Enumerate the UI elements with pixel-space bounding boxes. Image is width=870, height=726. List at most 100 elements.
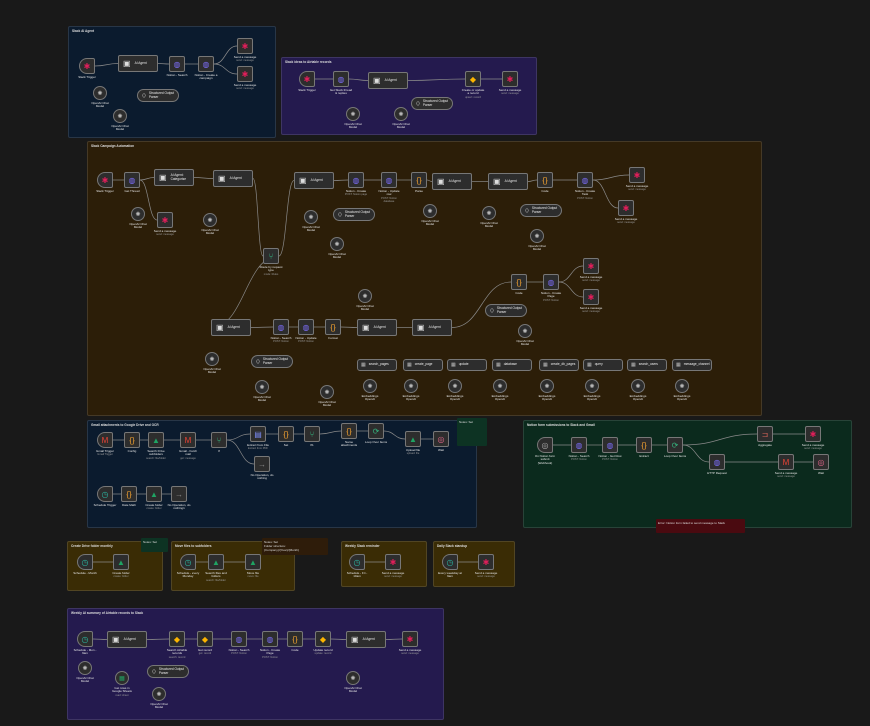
workflow-node-slack[interactable]: ✱ [237, 66, 253, 82]
workflow-node-parser[interactable]: ⟨⟩Structured Output Parser [251, 355, 293, 368]
workflow-node-airtable[interactable]: ◆ [315, 631, 331, 647]
workflow-node-drive[interactable]: ▲ [146, 486, 162, 502]
workflow-node-ai-agent[interactable]: ▣AI Agent [432, 173, 472, 190]
workflow-node-http[interactable]: ◍ [273, 319, 289, 335]
workflow-node-sheets[interactable]: ▦ [115, 671, 129, 685]
workflow-node-openai[interactable]: ✺ [404, 379, 418, 393]
workflow-node-slack[interactable]: ✱ [299, 71, 315, 87]
workflow-node-schedule[interactable]: ◷ [77, 631, 93, 647]
workflow-node-webhook[interactable]: ◎ [537, 437, 553, 453]
workflow-node-http[interactable]: ◍ [231, 631, 247, 647]
workflow-node-openai[interactable]: ✺ [320, 385, 334, 399]
workflow-node-tool[interactable]: ▦message_channel [672, 359, 712, 371]
workflow-node-http[interactable]: ◍ [262, 631, 278, 647]
workflow-node-tool[interactable]: ▦search_users [627, 359, 667, 371]
workflow-node-drive[interactable]: ▲ [148, 432, 164, 448]
workflow-node-tool[interactable]: ▦query [583, 359, 623, 371]
workflow-node-openai[interactable]: ✺ [540, 379, 554, 393]
workflow-node-openai[interactable]: ✺ [346, 107, 360, 121]
workflow-node-parser[interactable]: ⟨⟩Structured Output Parser [147, 665, 189, 678]
workflow-node-drive[interactable]: ▲ [405, 431, 421, 447]
workflow-node-parser[interactable]: ⟨⟩Structured Output Parser [485, 304, 527, 317]
workflow-node-openai[interactable]: ✺ [131, 207, 145, 221]
workflow-node-code[interactable]: {} [537, 172, 553, 188]
workflow-node-ai-agent[interactable]: ▣AI Agent [213, 170, 253, 187]
workflow-node-tool[interactable]: ▦update [447, 359, 487, 371]
workflow-node-openai[interactable]: ✺ [585, 379, 599, 393]
workflow-node-parser[interactable]: ⟨⟩Structured Output Parser [137, 89, 179, 102]
workflow-node-loop[interactable]: ⟳ [368, 423, 384, 439]
workflow-node-slack[interactable]: ✱ [237, 38, 253, 54]
workflow-node-slack[interactable]: ✱ [402, 631, 418, 647]
workflow-node-slack[interactable]: ✱ [478, 554, 494, 570]
workflow-node-slack[interactable]: ✱ [583, 289, 599, 305]
workflow-node-code[interactable]: {} [325, 319, 341, 335]
workflow-node-airtable[interactable]: ◆ [465, 71, 481, 87]
workflow-node-openai[interactable]: ✺ [304, 210, 318, 224]
workflow-node-wait[interactable]: ◎ [433, 431, 449, 447]
workflow-node-schedule[interactable]: ◷ [349, 554, 365, 570]
workflow-node-schedule[interactable]: ◷ [97, 486, 113, 502]
workflow-node-http[interactable]: ◍ [198, 56, 214, 72]
workflow-node-ai-agent[interactable]: ▣AI Agent: Categorise [154, 169, 194, 186]
workflow-node-tool[interactable]: ▦create_page [403, 359, 443, 371]
workflow-node-ai-agent[interactable]: ▣AI Agent [412, 319, 452, 336]
workflow-node-openai[interactable]: ✺ [205, 352, 219, 366]
workflow-node-loop[interactable]: ⟳ [667, 437, 683, 453]
workflow-node-openai[interactable]: ✺ [631, 379, 645, 393]
workflow-node-openai[interactable]: ✺ [530, 229, 544, 243]
workflow-node-ai-agent[interactable]: ▣AI Agent [294, 172, 334, 189]
workflow-node-slack[interactable]: ✱ [79, 58, 95, 74]
workflow-node-http[interactable]: ◍ [169, 56, 185, 72]
workflow-node-parser[interactable]: ⟨⟩Structured Output Parser [411, 97, 453, 110]
sticky-note[interactable]: Notes: Set Folder structure: {Company}/{… [262, 538, 328, 555]
workflow-node-openai[interactable]: ✺ [113, 109, 127, 123]
workflow-node-if[interactable]: ⑂ [211, 432, 227, 448]
workflow-node-drive[interactable]: ▲ [208, 554, 224, 570]
workflow-node-ai-agent[interactable]: ▣AI Agent [346, 631, 386, 648]
workflow-node-openai[interactable]: ✺ [518, 324, 532, 338]
workflow-node-gmail[interactable]: M [180, 432, 196, 448]
workflow-node-openai[interactable]: ✺ [363, 379, 377, 393]
workflow-node-tool[interactable]: ▦database [492, 359, 532, 371]
workflow-node-slack[interactable]: ✱ [629, 167, 645, 183]
workflow-node-http[interactable]: ◍ [381, 172, 397, 188]
workflow-node-drive[interactable]: ▲ [113, 554, 129, 570]
workflow-node-gmail[interactable]: M [97, 432, 113, 448]
workflow-node-parser[interactable]: ⟨⟩Structured Output Parser [333, 208, 375, 221]
workflow-node-http[interactable]: ◍ [602, 437, 618, 453]
workflow-node-code[interactable]: {} [121, 486, 137, 502]
workflow-node-ai-agent[interactable]: ▣AI Agent [107, 631, 147, 648]
workflow-node-openai[interactable]: ✺ [78, 661, 92, 675]
workflow-node-code[interactable]: {} [287, 631, 303, 647]
workflow-node-if[interactable]: ⑂ [304, 426, 320, 442]
workflow-node-ai-agent[interactable]: ▣AI Agent [368, 72, 408, 89]
workflow-node-http[interactable]: ◍ [571, 437, 587, 453]
workflow-node-ai-agent[interactable]: ▣AI Agent [211, 319, 251, 336]
workflow-node-parser[interactable]: ⟨⟩Structured Output Parser [520, 204, 562, 217]
workflow-node-slack[interactable]: ✱ [583, 258, 599, 274]
workflow-node-switch[interactable]: ⑂ [263, 248, 279, 264]
workflow-node-aggregate[interactable]: ⊐ [757, 426, 773, 442]
workflow-node-http[interactable]: ◍ [577, 172, 593, 188]
workflow-node-tool[interactable]: ▦create_db_pages [539, 359, 579, 371]
workflow-node-openai[interactable]: ✺ [346, 671, 360, 685]
workflow-node-schedule[interactable]: ◷ [442, 554, 458, 570]
workflow-node-openai[interactable]: ✺ [423, 204, 437, 218]
workflow-node-openai[interactable]: ✺ [482, 206, 496, 220]
workflow-node-extract[interactable]: ▤ [250, 426, 266, 442]
workflow-node-code[interactable]: {} [511, 274, 527, 290]
workflow-node-noop[interactable]: → [171, 486, 187, 502]
workflow-node-slack[interactable]: ✱ [97, 172, 113, 188]
workflow-node-openai[interactable]: ✺ [255, 380, 269, 394]
workflow-node-code[interactable]: {} [341, 423, 357, 439]
workflow-node-http[interactable]: ◍ [543, 274, 559, 290]
workflow-node-http[interactable]: ◍ [333, 71, 349, 87]
workflow-node-tool[interactable]: ▦search_pages [357, 359, 397, 371]
workflow-node-code[interactable]: {} [411, 172, 427, 188]
workflow-node-http[interactable]: ◍ [348, 172, 364, 188]
workflow-node-openai[interactable]: ✺ [675, 379, 689, 393]
workflow-node-wait[interactable]: ◎ [813, 454, 829, 470]
sticky-note[interactable]: Notes: Set [141, 538, 168, 552]
workflow-node-drive[interactable]: ▲ [245, 554, 261, 570]
